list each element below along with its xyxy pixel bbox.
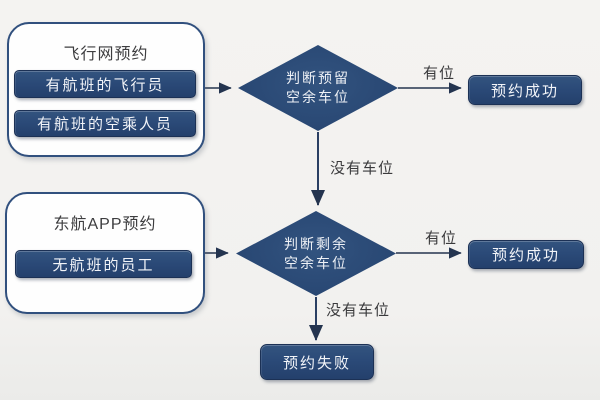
group-flight-network: 飞行网预约 有航班的飞行员 有航班的空乘人员 xyxy=(7,22,205,157)
edge-label-no-space-2: 没有车位 xyxy=(325,302,390,319)
edge-label-no-space-1: 没有车位 xyxy=(329,160,394,177)
outcome-fail[interactable]: 预约失败 xyxy=(260,344,374,380)
decision-reserved-spaces[interactable]: 判断预留 空余车位 xyxy=(238,45,398,131)
decision-remaining-spaces-line2: 空余车位 xyxy=(284,254,348,271)
node-pilots-with-flights[interactable]: 有航班的飞行员 xyxy=(14,70,196,98)
group-app-reservation: 东航APP预约 无航班的员工 xyxy=(5,192,205,314)
decision-remaining-spaces-line1: 判断剩余 xyxy=(284,235,348,252)
outcome-success-2[interactable]: 预约成功 xyxy=(468,240,584,269)
group-flight-network-title: 飞行网预约 xyxy=(63,46,149,63)
decision-remaining-spaces[interactable]: 判断剩余 空余车位 xyxy=(236,211,396,296)
decision-reserved-spaces-line2: 空余车位 xyxy=(286,89,350,105)
outcome-success-1[interactable]: 预约成功 xyxy=(468,75,582,105)
group-app-reservation-title: 东航APP预约 xyxy=(53,216,157,233)
edge-label-has-space-1: 有位 xyxy=(422,65,455,82)
decision-reserved-spaces-line1: 判断预留 xyxy=(286,70,350,87)
node-crew-with-flights[interactable]: 有航班的空乘人员 xyxy=(14,110,196,137)
node-staff-without-flights[interactable]: 无航班的员工 xyxy=(15,250,192,278)
edge-label-has-space-2: 有位 xyxy=(424,230,457,247)
